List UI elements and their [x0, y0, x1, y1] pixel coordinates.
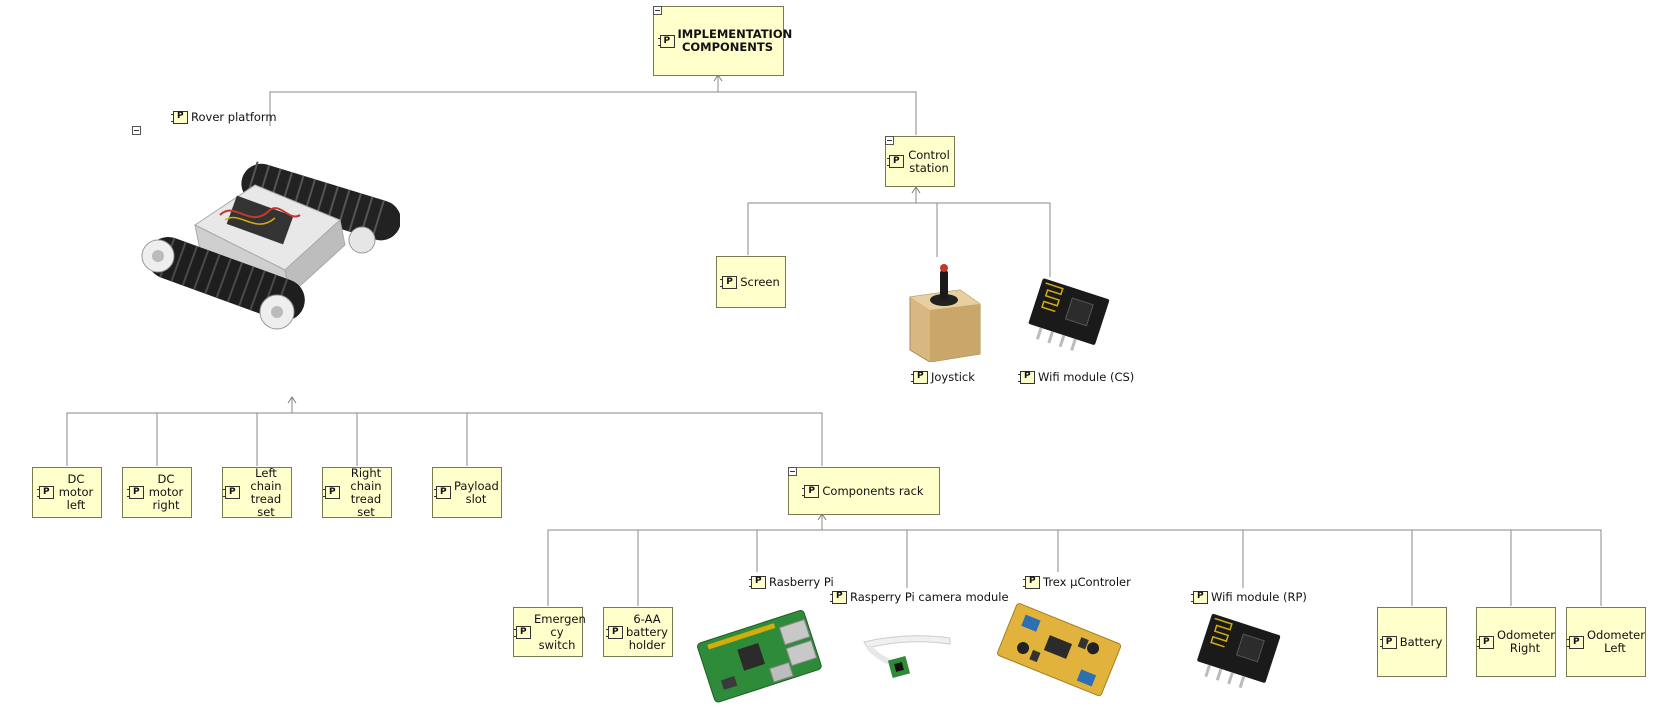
- label-wifi-module-cs[interactable]: Wifi module (CS): [1018, 370, 1134, 384]
- wifi-module-cs-image: [1028, 278, 1110, 351]
- node-screen[interactable]: Screen: [716, 256, 786, 308]
- component-icon: [514, 625, 531, 639]
- component-icon: [657, 34, 675, 48]
- node-right-chain-tread-set[interactable]: Right chain tread set: [322, 466, 392, 518]
- node-dc-motor-right[interactable]: DC motor right: [122, 467, 192, 518]
- connector-rover-children: [66, 412, 823, 466]
- component-icon: [887, 155, 904, 168]
- connector-root-children: [269, 91, 917, 135]
- component-icon: [223, 486, 240, 499]
- label-rover-platform[interactable]: Rover platform: [171, 110, 277, 124]
- node-odometer-left[interactable]: Odometer Left: [1566, 607, 1646, 677]
- component-icon: [127, 486, 144, 499]
- component-icon: [323, 486, 340, 499]
- raspberry-pi-image: [697, 610, 822, 703]
- collapse-icon[interactable]: [788, 467, 797, 476]
- label-joystick[interactable]: Joystick: [911, 370, 975, 384]
- camera-module-image: [863, 635, 951, 679]
- node-6aa-battery-holder[interactable]: 6-AA battery holder: [603, 607, 673, 657]
- component-icon: [802, 484, 820, 498]
- arrowhead-cs: [911, 186, 921, 194]
- collapse-icon[interactable]: [885, 136, 894, 145]
- trex-controller-image: [997, 603, 1122, 697]
- collapse-icon[interactable]: [653, 6, 662, 15]
- component-icon: [830, 590, 847, 604]
- wifi-module-rp-image: [1197, 613, 1281, 689]
- component-icon: [1023, 575, 1040, 589]
- collapse-icon[interactable]: [132, 126, 141, 135]
- node-implementation-components[interactable]: IMPLEMENTATION COMPONENTS: [653, 6, 792, 76]
- component-icon: [749, 575, 766, 589]
- connector-rack-children: [547, 529, 1602, 606]
- label-rasberry-pi[interactable]: Rasberry Pi: [749, 575, 834, 589]
- component-icon: [171, 110, 188, 124]
- component-icon: [1567, 635, 1584, 649]
- node-left-chain-tread-set[interactable]: Left chain tread set: [222, 466, 292, 518]
- component-icon: [1191, 590, 1208, 604]
- arrowhead-rover: [287, 396, 297, 404]
- component-icon: [720, 275, 738, 289]
- node-battery[interactable]: Battery: [1377, 607, 1447, 677]
- rover-platform-image: [141, 161, 400, 330]
- node-components-rack[interactable]: Components rack: [788, 467, 940, 515]
- joystick-image: [909, 264, 981, 362]
- node-odometer-right[interactable]: Odometer Right: [1476, 607, 1556, 677]
- component-icon: [37, 486, 54, 499]
- component-icon: [1477, 635, 1494, 649]
- component-icon: [1018, 370, 1035, 384]
- label-wifi-module-rp[interactable]: Wifi module (RP): [1191, 590, 1307, 604]
- connector-cs-children: [747, 202, 1051, 277]
- node-dc-motor-left[interactable]: DC motor left: [32, 467, 102, 518]
- label-trex-ucontroler[interactable]: Trex µControler: [1023, 575, 1131, 589]
- node-payload-slot[interactable]: Payload slot: [432, 467, 502, 518]
- node-control-station[interactable]: Control station: [885, 136, 955, 187]
- component-icon: [606, 625, 623, 639]
- component-icon: [911, 370, 928, 384]
- node-emergency-switch[interactable]: Emergen cy switch: [513, 607, 586, 657]
- component-icon: [434, 486, 451, 499]
- label-rasperry-pi-camera-module[interactable]: Rasperry Pi camera module: [830, 590, 1009, 604]
- component-icon: [1379, 635, 1397, 649]
